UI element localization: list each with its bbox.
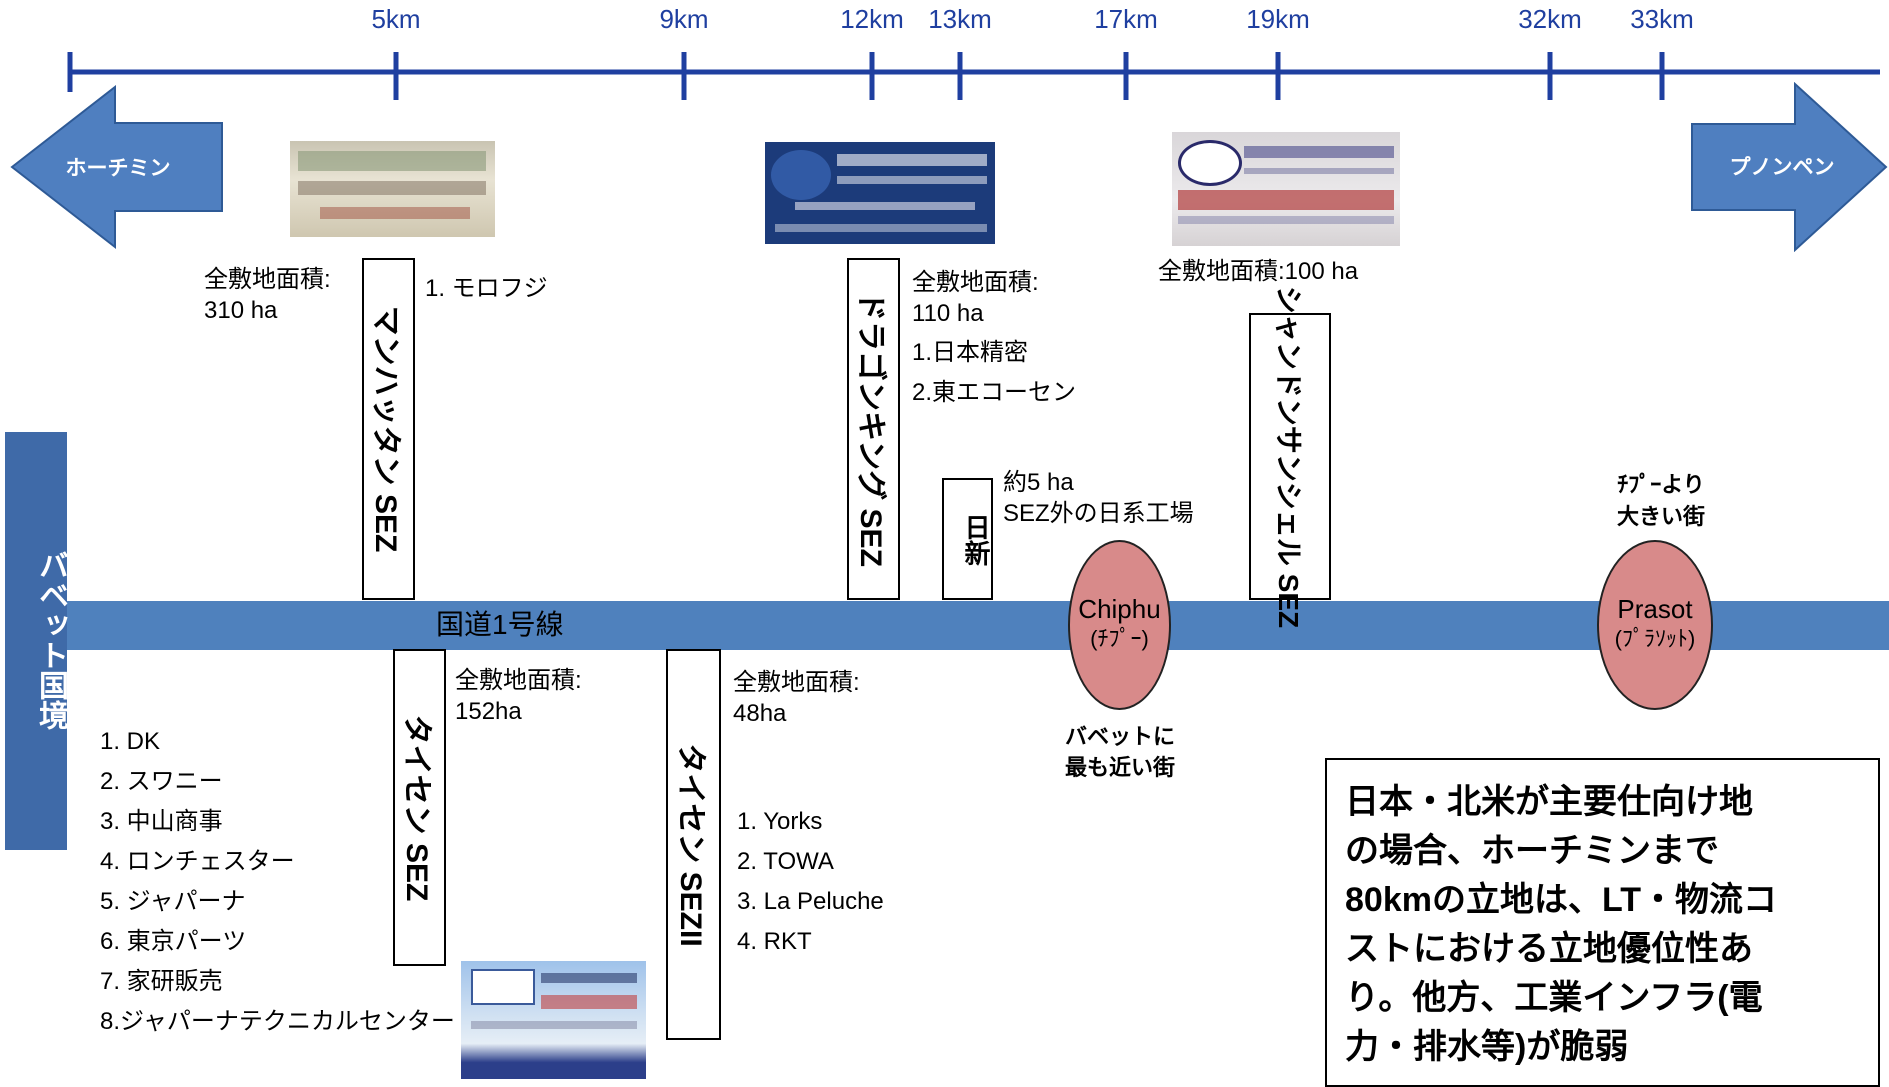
dragon-king-sign-photo: [765, 142, 995, 244]
taisen2-sez-box: タイセン SEZII: [666, 649, 721, 1040]
taisen-sez-box: タイセン SEZ: [393, 649, 446, 966]
prasot-name: Prasot: [1617, 594, 1693, 624]
taisen-tenant: 6. 東京パーツ: [100, 928, 247, 955]
note-line: ストにおける立地優位性あ: [1345, 930, 1753, 968]
taisen2-tenant: 4. RKT: [737, 928, 812, 955]
taisen-sign-photo: [461, 961, 646, 1079]
dragon-king-tenant: 1.日本精密: [912, 339, 1029, 366]
km-tick-label: 32km: [1518, 4, 1582, 34]
taisen-tenant: 8.ジャパーナテクニカルセンター: [100, 1008, 455, 1035]
km-tick-label: 33km: [1630, 4, 1694, 34]
location-note-box: 日本・北米が主要仕向け地 の場合、ホーチミンまで 80kmの立地は、LT・物流コ…: [1325, 758, 1880, 1087]
chiphu-caption: バベットに: [1064, 724, 1175, 749]
km-scale: [67, 52, 1880, 100]
prasot-caption: 大きい街: [1616, 504, 1705, 529]
prasot-kana: (ﾌﾟﾗｿｯﾄ): [1614, 626, 1696, 651]
km-tick-label: 13km: [928, 4, 992, 34]
taisen2-area-label: 全敷地面積:: [733, 669, 860, 696]
note-line: 日本・北米が主要仕向け地: [1345, 783, 1753, 821]
chiphu-name: Chiphu: [1078, 594, 1161, 624]
taisen2-tenant: 2. TOWA: [737, 848, 834, 875]
km-tick-label: 19km: [1246, 4, 1310, 34]
km-tick-label: 5km: [371, 4, 421, 34]
manhattan-tenant: 1. モロフジ: [425, 275, 548, 302]
manhattan-area-label: 全敷地面積:: [204, 266, 331, 293]
note-line: の場合、ホーチミンまで: [1345, 832, 1719, 870]
taisen2-tenant-list: 1. Yorks 2. TOWA 3. La Peluche 4. RKT: [737, 802, 884, 962]
km-tick-label: 12km: [840, 4, 904, 34]
dragon-king-sez-box: ドラゴンキング SEZ: [847, 258, 900, 600]
manhattan-sez-box: マンハッタン SEZ: [362, 258, 415, 600]
sandong-sez-box: シャンドンサンシェル SEZ: [1249, 285, 1331, 628]
dragon-king-sez-name: ドラゴンキング SEZ: [853, 291, 887, 567]
manhattan-area-value: 310 ha: [204, 297, 278, 324]
taisen2-sez-name: タイセン SEZII: [673, 742, 707, 947]
km-tick-label: 9km: [659, 4, 709, 34]
taisen2-tenant: 3. La Peluche: [737, 888, 884, 915]
prasot-caption: ﾁﾌﾟｰより: [1617, 472, 1705, 497]
arrow-to-phnompenh: プノンペン: [1691, 82, 1888, 252]
dragon-king-area-value: 110 ha: [912, 300, 984, 327]
taisen-tenant: 5. ジャパーナ: [100, 888, 246, 915]
arrow-right-label: プノンペン: [1730, 156, 1835, 179]
taisen-tenant: 7. 家研販売: [100, 968, 223, 995]
chiphu-kana: (ﾁﾌﾟｰ): [1090, 626, 1149, 651]
manhattan-sign-photo: [290, 141, 495, 237]
chiphu-caption: 最も近い街: [1064, 755, 1175, 780]
nisshin-name: 日新: [961, 514, 991, 566]
sandong-sign-photo: [1172, 132, 1400, 246]
nisshin-desc: SEZ外の日系工場: [1003, 500, 1194, 527]
taisen-tenant: 2. スワニー: [100, 768, 223, 795]
arrow-left-label: ホーチミン: [66, 157, 171, 180]
note-line: 力・排水等)が脆弱: [1345, 1028, 1629, 1066]
note-line: 80kmの立地は、LT・物流コ: [1345, 881, 1777, 919]
national-route-1: [62, 601, 1889, 650]
nisshin-area: 約5 ha: [1003, 469, 1074, 496]
sandong-sez-name: シャンドンサンシェル SEZ: [1273, 285, 1304, 628]
sandong-area: 全敷地面積:100 ha: [1158, 258, 1359, 285]
taisen-area-value: 152ha: [455, 698, 522, 725]
manhattan-sez-name: マンハッタン SEZ: [368, 305, 402, 553]
taisen-area-label: 全敷地面積:: [455, 667, 582, 694]
taisen-tenant: 4. ロンチェスター: [100, 848, 295, 875]
nisshin-box: 日新: [942, 478, 993, 600]
bavet-border-bar: バベット国境: [5, 432, 67, 850]
arrow-to-hochiminh: ホーチミン: [10, 85, 223, 250]
note-line: り。他方、工業インフラ(電: [1345, 979, 1763, 1017]
km-tick-label: 17km: [1094, 4, 1158, 34]
taisen-tenant: 3. 中山商事: [100, 808, 223, 835]
chiphu-town-circle: Chiphu (ﾁﾌﾟｰ): [1068, 540, 1171, 710]
taisen2-tenant: 1. Yorks: [737, 808, 823, 835]
taisen-tenant: 1. DK: [100, 728, 161, 755]
taisen2-area-value: 48ha: [733, 700, 787, 727]
bavet-border-label: バベット国境: [34, 550, 67, 730]
road-label: 国道1号線: [436, 609, 564, 640]
dragon-king-area-label: 全敷地面積:: [912, 269, 1039, 296]
prasot-town-circle: Prasot (ﾌﾟﾗｿｯﾄ): [1597, 540, 1713, 710]
taisen-tenant-list: 1. DK 2. スワニー 3. 中山商事 4. ロンチェスター 5. ジャパー…: [100, 722, 455, 1042]
dragon-king-tenant: 2.東エコーセン: [912, 379, 1077, 406]
